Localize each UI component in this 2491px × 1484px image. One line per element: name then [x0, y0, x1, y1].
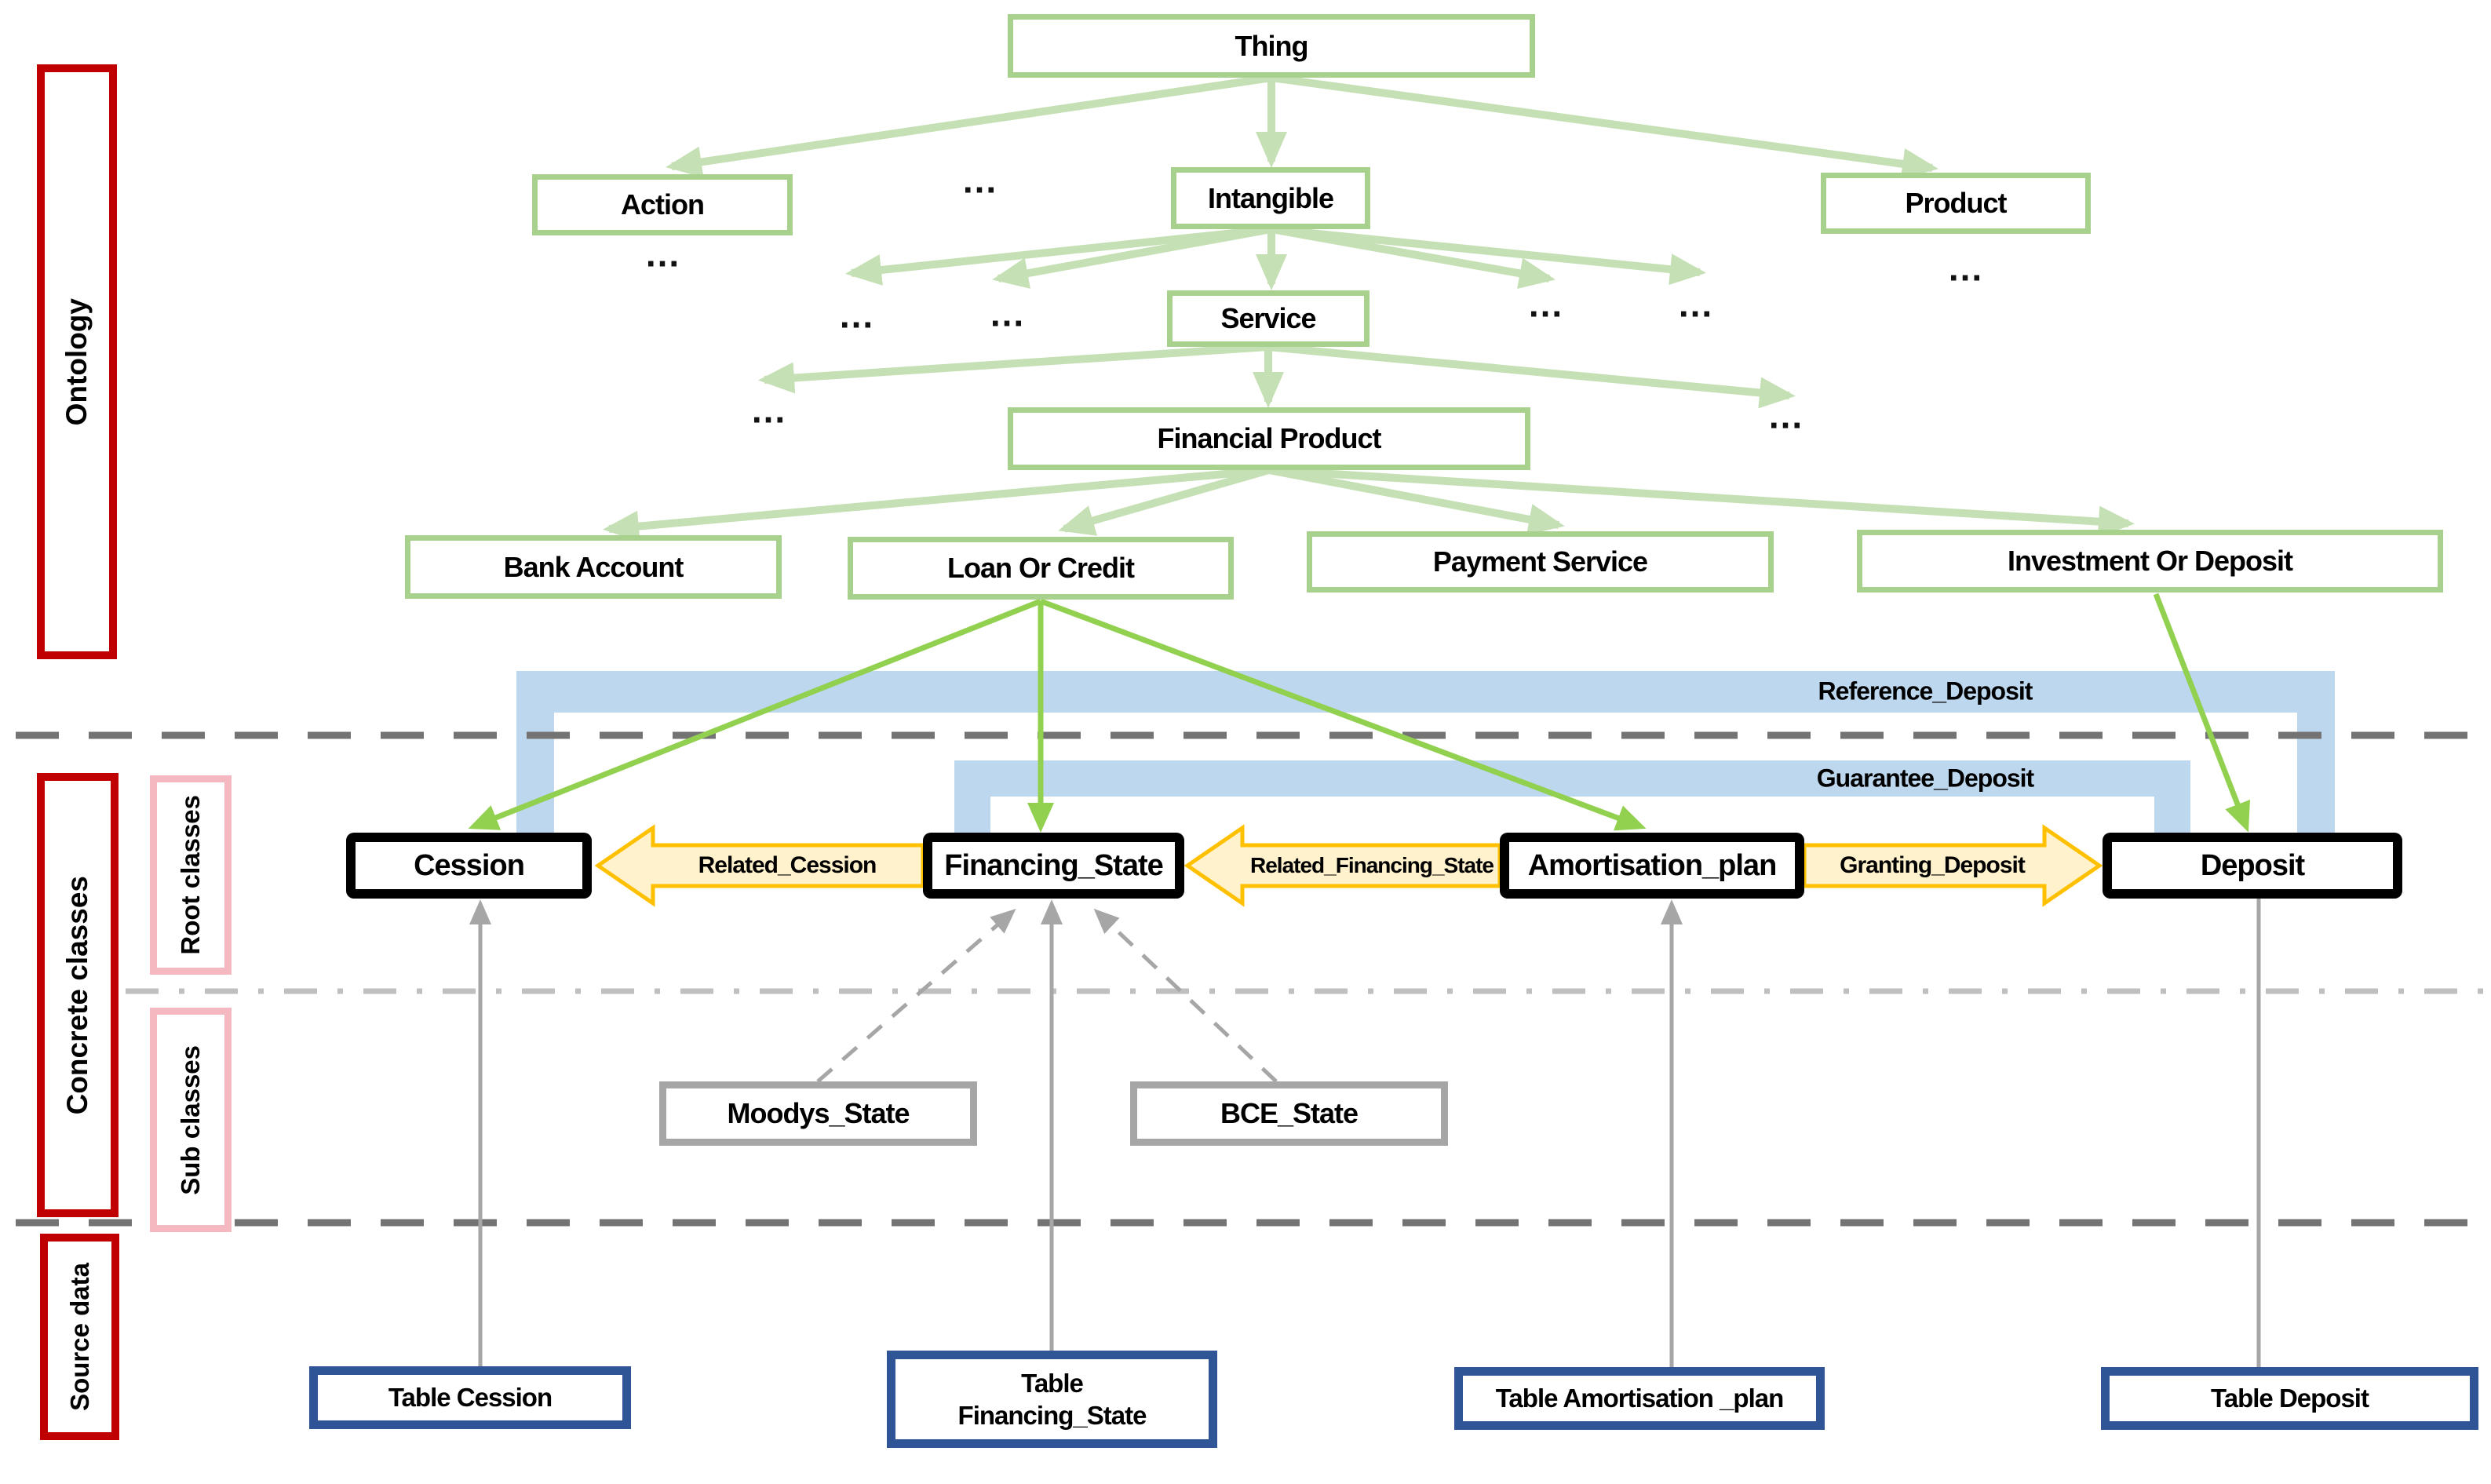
ellipsis: ...: [751, 389, 787, 431]
table-cession: Table Cession: [309, 1366, 631, 1429]
ellipsis: ...: [1528, 283, 1564, 325]
node-deposit: Deposit: [2103, 833, 2402, 899]
ellipsis: ...: [839, 294, 875, 336]
granting-deposit-arrow: [1802, 824, 2103, 907]
section-concrete-classes: Concrete classes: [37, 773, 119, 1217]
section-source-data: Source data: [40, 1234, 119, 1440]
section-sub-classes: Sub classes: [150, 1008, 232, 1232]
guarantee-deposit-label: Guarantee_Deposit: [1816, 764, 2034, 793]
node-cession: Cession: [346, 833, 592, 899]
reference-deposit-band: [516, 671, 2335, 833]
node-product: Product: [1821, 173, 2091, 234]
table-amortisation-plan: Table Amortisation _plan: [1454, 1367, 1825, 1430]
ellipsis: ...: [1678, 283, 1714, 325]
tree-arrows: [603, 74, 2135, 542]
table-deposit: Table Deposit: [2101, 1367, 2478, 1430]
source-arrows: [469, 866, 2270, 1367]
node-loan-or-credit: Loan Or Credit: [848, 537, 1234, 600]
table-financing-state-line1: Table: [1021, 1368, 1084, 1398]
node-intangible: Intangible: [1171, 167, 1370, 229]
node-thing: Thing: [1008, 14, 1535, 78]
table-financing-state: Table Financing_State: [887, 1351, 1217, 1448]
node-bank-account: Bank Account: [405, 535, 782, 599]
section-root-classes: Root classes: [150, 775, 232, 975]
node-financing-state: Financing_State: [923, 833, 1184, 899]
section-ontology-label: Ontology: [60, 297, 93, 426]
node-action: Action: [532, 174, 793, 235]
node-investment-or-deposit: Investment Or Deposit: [1857, 530, 2443, 593]
node-moodys-state: Moodys_State: [659, 1081, 977, 1146]
related-cession-label: Related_Cession: [698, 852, 877, 878]
node-bce-state: BCE_State: [1130, 1081, 1448, 1146]
reference-deposit-label: Reference_Deposit: [1818, 676, 2033, 706]
section-root-classes-label: Root classes: [176, 795, 205, 955]
class-link-arrows: [468, 593, 2250, 833]
node-service: Service: [1167, 290, 1370, 347]
section-concrete-classes-label: Concrete classes: [61, 875, 93, 1115]
node-financial-product: Financial Product: [1008, 407, 1530, 470]
table-financing-state-line2: Financing_State: [957, 1401, 1147, 1430]
node-payment-service: Payment Service: [1307, 531, 1774, 593]
ellipsis: ...: [645, 233, 681, 275]
ellipsis: ...: [1768, 395, 1804, 436]
ellipsis: ...: [990, 293, 1026, 334]
section-ontology: Ontology: [37, 64, 117, 659]
ellipsis: ...: [962, 159, 998, 201]
subclass-arrows: [816, 908, 1278, 1083]
guarantee-deposit-band: [954, 760, 2190, 833]
section-sub-classes-label: Sub classes: [176, 1045, 205, 1195]
section-source-data-label: Source data: [64, 1263, 94, 1411]
relation-arrows: [594, 824, 2103, 907]
related-financing-state-label: Related_Financing_State: [1250, 853, 1494, 877]
granting-deposit-label: Granting_Deposit: [1840, 852, 2026, 878]
ellipsis: ...: [1948, 247, 1984, 289]
node-amortisation-plan: Amortisation_plan: [1500, 833, 1804, 899]
